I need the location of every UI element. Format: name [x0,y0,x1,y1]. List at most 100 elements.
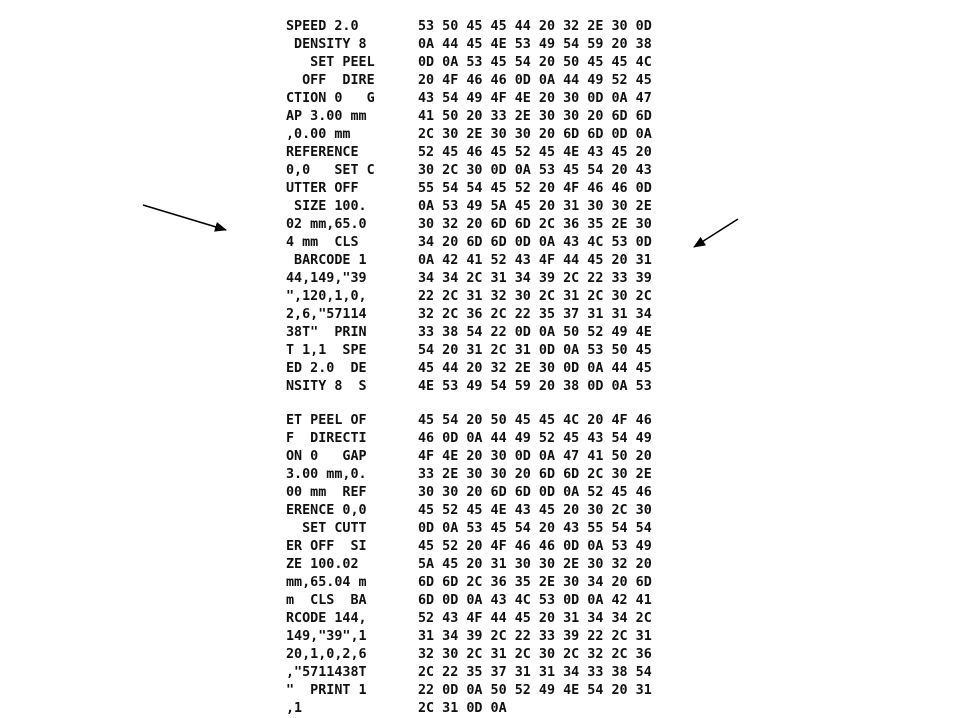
hex-bytes: 6D 0D 0A 43 4C 53 0D 0A 42 41 [418,593,652,608]
hex-dump-row: ",120,1,0, 22 2C 31 32 30 2C 31 2C 30 2C [286,288,746,306]
hex-dump-row: ER OFF SI 45 52 20 4F 46 46 0D 0A 53 49 [286,538,746,556]
hex-dump-row: ,0.00 mm 2C 30 2E 30 30 20 6D 6D 0D 0A [286,126,746,144]
hex-dump-row: 0,0 SET C 30 2C 30 0D 0A 53 45 54 20 43 [286,162,746,180]
hex-dump-row: UTTER OFF 55 54 54 45 52 20 4F 46 46 0D [286,180,746,198]
hex-bytes: 32 30 2C 31 2C 30 2C 32 2C 36 [418,647,652,662]
ascii-text: ET PEEL OF [286,413,383,428]
ascii-text: ,0.00 mm [286,127,383,142]
ascii-text: ERENCE 0,0 [286,503,383,518]
ascii-text: NSITY 8 S [286,379,383,394]
ascii-text: 44,149,"39 [286,271,383,286]
hex-bytes: 30 32 20 6D 6D 2C 36 35 2E 30 [418,217,652,232]
hex-bytes: 0A 53 49 5A 45 20 31 30 30 2E [418,199,652,214]
hex-bytes: 31 34 39 2C 22 33 39 22 2C 31 [418,629,652,644]
ascii-text: 149,"39",1 [286,629,383,644]
ascii-text: 38T" PRIN [286,325,383,340]
hex-dump-row: 02 mm,65.0 30 32 20 6D 6D 2C 36 35 2E 30 [286,216,746,234]
hex-bytes: 5A 45 20 31 30 30 2E 30 32 20 [418,557,652,572]
hex-dump-row: 4 mm CLS 34 20 6D 6D 0D 0A 43 4C 53 0D [286,234,746,252]
hex-dump-row: " PRINT 1 22 0D 0A 50 52 49 4E 54 20 31 [286,682,746,700]
ascii-text: ON 0 GAP [286,449,383,464]
ascii-text: ,"5711438T [286,665,383,680]
ascii-text: REFERENCE [286,145,383,160]
ascii-text: F DIRECTI [286,431,383,446]
hex-dump-row: 38T" PRIN 33 38 54 22 0D 0A 50 52 49 4E [286,324,746,342]
ascii-text: m CLS BA [286,593,383,608]
ascii-text: ER OFF SI [286,539,383,554]
hex-bytes: 4F 4E 20 30 0D 0A 47 41 50 20 [418,449,652,464]
hex-dump-row: ERENCE 0,0 45 52 45 4E 43 45 20 30 2C 30 [286,502,746,520]
annotation-arrow-left [142,204,227,232]
hex-dump-row: CTION 0 G 43 54 49 4F 4E 20 30 0D 0A 47 [286,90,746,108]
hex-dump-row: SIZE 100. 0A 53 49 5A 45 20 31 30 30 2E [286,198,746,216]
ascii-text: CTION 0 G [286,91,383,106]
ascii-text: UTTER OFF [286,181,383,196]
hex-bytes: 22 0D 0A 50 52 49 4E 54 20 31 [418,683,652,698]
hex-dump-row: 44,149,"39 34 34 2C 31 34 39 2C 22 33 39 [286,270,746,288]
hex-bytes: 0D 0A 53 45 54 20 43 55 54 54 [418,521,652,536]
ascii-text: ",120,1,0, [286,289,383,304]
ascii-text: ZE 100.02 [286,557,383,572]
hex-dump-row: ,1 2C 31 0D 0A [286,700,746,718]
hex-bytes: 20 4F 46 46 0D 0A 44 49 52 45 [418,73,652,88]
hex-dump-row: ED 2.0 DE 45 44 20 32 2E 30 0D 0A 44 45 [286,360,746,378]
ascii-text: 3.00 mm,0. [286,467,383,482]
ascii-text: RCODE 144, [286,611,383,626]
hex-bytes: 54 20 31 2C 31 0D 0A 53 50 45 [418,343,652,358]
hex-bytes: 45 52 20 4F 46 46 0D 0A 53 49 [418,539,652,554]
hex-dump-row: SPEED 2.0 53 50 45 45 44 20 32 2E 30 0D [286,18,746,36]
hex-bytes: 45 54 20 50 45 45 4C 20 4F 46 [418,413,652,428]
ascii-text: ED 2.0 DE [286,361,383,376]
hex-bytes: 41 50 20 33 2E 30 30 20 6D 6D [418,109,652,124]
hex-bytes: 2C 30 2E 30 30 20 6D 6D 0D 0A [418,127,652,142]
hex-bytes: 34 20 6D 6D 0D 0A 43 4C 53 0D [418,235,652,250]
hex-dump-row: 00 mm REF 30 30 20 6D 6D 0D 0A 52 45 46 [286,484,746,502]
hex-dump-row: AP 3.00 mm 41 50 20 33 2E 30 30 20 6D 6D [286,108,746,126]
hex-dump-row: OFF DIRE 20 4F 46 46 0D 0A 44 49 52 45 [286,72,746,90]
hex-bytes: 30 2C 30 0D 0A 53 45 54 20 43 [418,163,652,178]
hex-dump-row: ET PEEL OF 45 54 20 50 45 45 4C 20 4F 46 [286,412,746,430]
hex-bytes: 4E 53 49 54 59 20 38 0D 0A 53 [418,379,652,394]
ascii-text: 20,1,0,2,6 [286,647,383,662]
ascii-text: 00 mm REF [286,485,383,500]
hex-bytes: 33 38 54 22 0D 0A 50 52 49 4E [418,325,652,340]
ascii-text: AP 3.00 mm [286,109,383,124]
hex-dump-block: ET PEEL OF 45 54 20 50 45 45 4C 20 4F 46… [286,412,746,718]
ascii-text: SIZE 100. [286,199,383,214]
hex-dump-row: ,"5711438T 2C 22 35 37 31 31 34 33 38 54 [286,664,746,682]
ascii-text: 2,6,"57114 [286,307,383,322]
hex-bytes: 0A 42 41 52 43 4F 44 45 20 31 [418,253,652,268]
hex-bytes: 52 45 46 45 52 45 4E 43 45 20 [418,145,652,160]
ascii-text: DENSITY 8 [286,37,383,52]
hex-dump-row: mm,65.04 m 6D 6D 2C 36 35 2E 30 34 20 6D [286,574,746,592]
hex-bytes: 33 2E 30 30 20 6D 6D 2C 30 2E [418,467,652,482]
annotation-arrow-right [693,218,739,248]
hex-dump-row: RCODE 144, 52 43 4F 44 45 20 31 34 34 2C [286,610,746,628]
hex-bytes: 2C 31 0D 0A [418,701,507,716]
annotation-arrows [142,204,739,248]
hex-bytes: 45 44 20 32 2E 30 0D 0A 44 45 [418,361,652,376]
hex-dump-row: F DIRECTI 46 0D 0A 44 49 52 45 43 54 49 [286,430,746,448]
hex-bytes: 43 54 49 4F 4E 20 30 0D 0A 47 [418,91,652,106]
hex-bytes: 22 2C 31 32 30 2C 31 2C 30 2C [418,289,652,304]
hex-bytes: 6D 6D 2C 36 35 2E 30 34 20 6D [418,575,652,590]
ascii-text: OFF DIRE [286,73,383,88]
hex-dump-row: 20,1,0,2,6 32 30 2C 31 2C 30 2C 32 2C 36 [286,646,746,664]
hex-dump-row: BARCODE 1 0A 42 41 52 43 4F 44 45 20 31 [286,252,746,270]
ascii-text: " PRINT 1 [286,683,383,698]
hex-bytes: 32 2C 36 2C 22 35 37 31 31 34 [418,307,652,322]
hex-dump-block: SPEED 2.0 53 50 45 45 44 20 32 2E 30 0D … [286,18,746,396]
hex-dump-row: SET PEEL 0D 0A 53 45 54 20 50 45 45 4C [286,54,746,72]
hex-bytes: 0D 0A 53 45 54 20 50 45 45 4C [418,55,652,70]
ascii-text: mm,65.04 m [286,575,383,590]
hex-dump-row: ZE 100.02 5A 45 20 31 30 30 2E 30 32 20 [286,556,746,574]
hex-dump-row: REFERENCE 52 45 46 45 52 45 4E 43 45 20 [286,144,746,162]
ascii-text: 02 mm,65.0 [286,217,383,232]
hex-dump-row: ON 0 GAP 4F 4E 20 30 0D 0A 47 41 50 20 [286,448,746,466]
ascii-text: BARCODE 1 [286,253,383,268]
hex-bytes: 30 30 20 6D 6D 0D 0A 52 45 46 [418,485,652,500]
ascii-text: 4 mm CLS [286,235,383,250]
hex-dump-row: 2,6,"57114 32 2C 36 2C 22 35 37 31 31 34 [286,306,746,324]
ascii-text: SET PEEL [286,55,383,70]
hex-bytes: 2C 22 35 37 31 31 34 33 38 54 [418,665,652,680]
